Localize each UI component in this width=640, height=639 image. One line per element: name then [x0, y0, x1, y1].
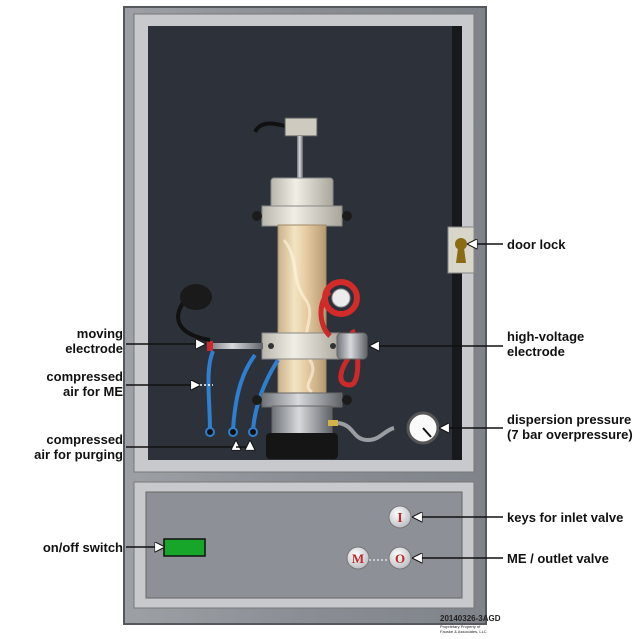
- glass-cylinder: [277, 224, 327, 396]
- tube-end-2: [228, 427, 238, 437]
- footer-id: 20140326-3AGD: [440, 614, 501, 623]
- hv-disc: [331, 288, 351, 308]
- block-bolt-left: [268, 343, 274, 349]
- label-hv-line2: electrode: [507, 344, 565, 359]
- label-compressed-air-me-line1: compressed: [46, 369, 123, 384]
- footer-line2: Fauske & Associates, LLC: [440, 629, 487, 634]
- plug-cable: [176, 298, 211, 342]
- key-inlet-button[interactable]: [388, 505, 412, 529]
- air-nozzle: [328, 420, 338, 426]
- label-compressed-air-purging-line2: air for purging: [34, 447, 123, 462]
- label-compressed-air-purging-line1: compressed: [46, 432, 123, 447]
- label-moving-electrode: moving electrode: [65, 326, 123, 356]
- label-compressed-air-me: compressed air for ME: [46, 369, 123, 399]
- tube-end-3: [248, 427, 258, 437]
- footer-line1: Proprietary Property of: [440, 624, 481, 629]
- label-me-outlet-valve: ME / outlet valve: [507, 551, 609, 566]
- label-moving-electrode-line1: moving: [76, 326, 123, 341]
- top-connector: [284, 117, 318, 137]
- key-outlet-glyph: O: [395, 551, 405, 566]
- piston-rod: [297, 136, 303, 180]
- label-dispersion-line1: dispersion pressure: [507, 412, 632, 427]
- top-cap: [270, 177, 334, 209]
- bottom-knob-left: [252, 395, 262, 405]
- keyhole-slot: [456, 248, 466, 263]
- key-outlet-button[interactable]: [388, 546, 412, 570]
- moving-electrode-tip: [207, 341, 213, 351]
- flange-knob-right: [342, 211, 352, 221]
- bottom-flange: [261, 392, 343, 408]
- tube-purge-1: [231, 353, 257, 431]
- label-keys-inlet-valve: keys for inlet valve: [507, 510, 624, 525]
- label-high-voltage-electrode: high-voltage electrode: [507, 329, 584, 359]
- label-door-lock: door lock: [507, 237, 566, 252]
- key-me-button[interactable]: [346, 546, 370, 570]
- label-on-off-switch: on/off switch: [42, 540, 123, 555]
- hv-ring: [322, 279, 360, 317]
- bottom-knob-right: [342, 395, 352, 405]
- tube-me: [206, 350, 215, 431]
- top-cable: [253, 121, 286, 134]
- moving-electrode-rod: [207, 343, 263, 349]
- label-hv-line1: high-voltage: [507, 329, 585, 344]
- block-bolt-right: [330, 343, 336, 349]
- dispersion-cup: [271, 405, 333, 435]
- label-dispersion-pressure: dispersion pressure (7 bar overpressure): [507, 412, 633, 442]
- gauge-hose: [337, 421, 395, 443]
- label-compressed-air-purging: compressed air for purging: [34, 432, 123, 462]
- cylinder-swirl: [282, 239, 315, 394]
- keyhole-icon: [455, 238, 467, 250]
- hv-electrode-body: [336, 332, 368, 360]
- label-compressed-air-me-line2: air for ME: [63, 384, 123, 399]
- on-off-switch[interactable]: [163, 538, 206, 557]
- round-plug: [180, 284, 212, 310]
- key-inlet-glyph: I: [397, 511, 402, 526]
- tube-purge-2: [251, 358, 280, 431]
- top-flange: [261, 205, 343, 227]
- tube-end-1: [205, 427, 215, 437]
- label-moving-electrode-line2: electrode: [65, 341, 123, 356]
- gauge-needle: [422, 427, 432, 438]
- label-dispersion-line2: (7 bar overpressure): [507, 427, 633, 442]
- flange-knob-left: [252, 211, 262, 221]
- base-ring: [266, 433, 338, 459]
- key-me-glyph: M: [352, 551, 364, 566]
